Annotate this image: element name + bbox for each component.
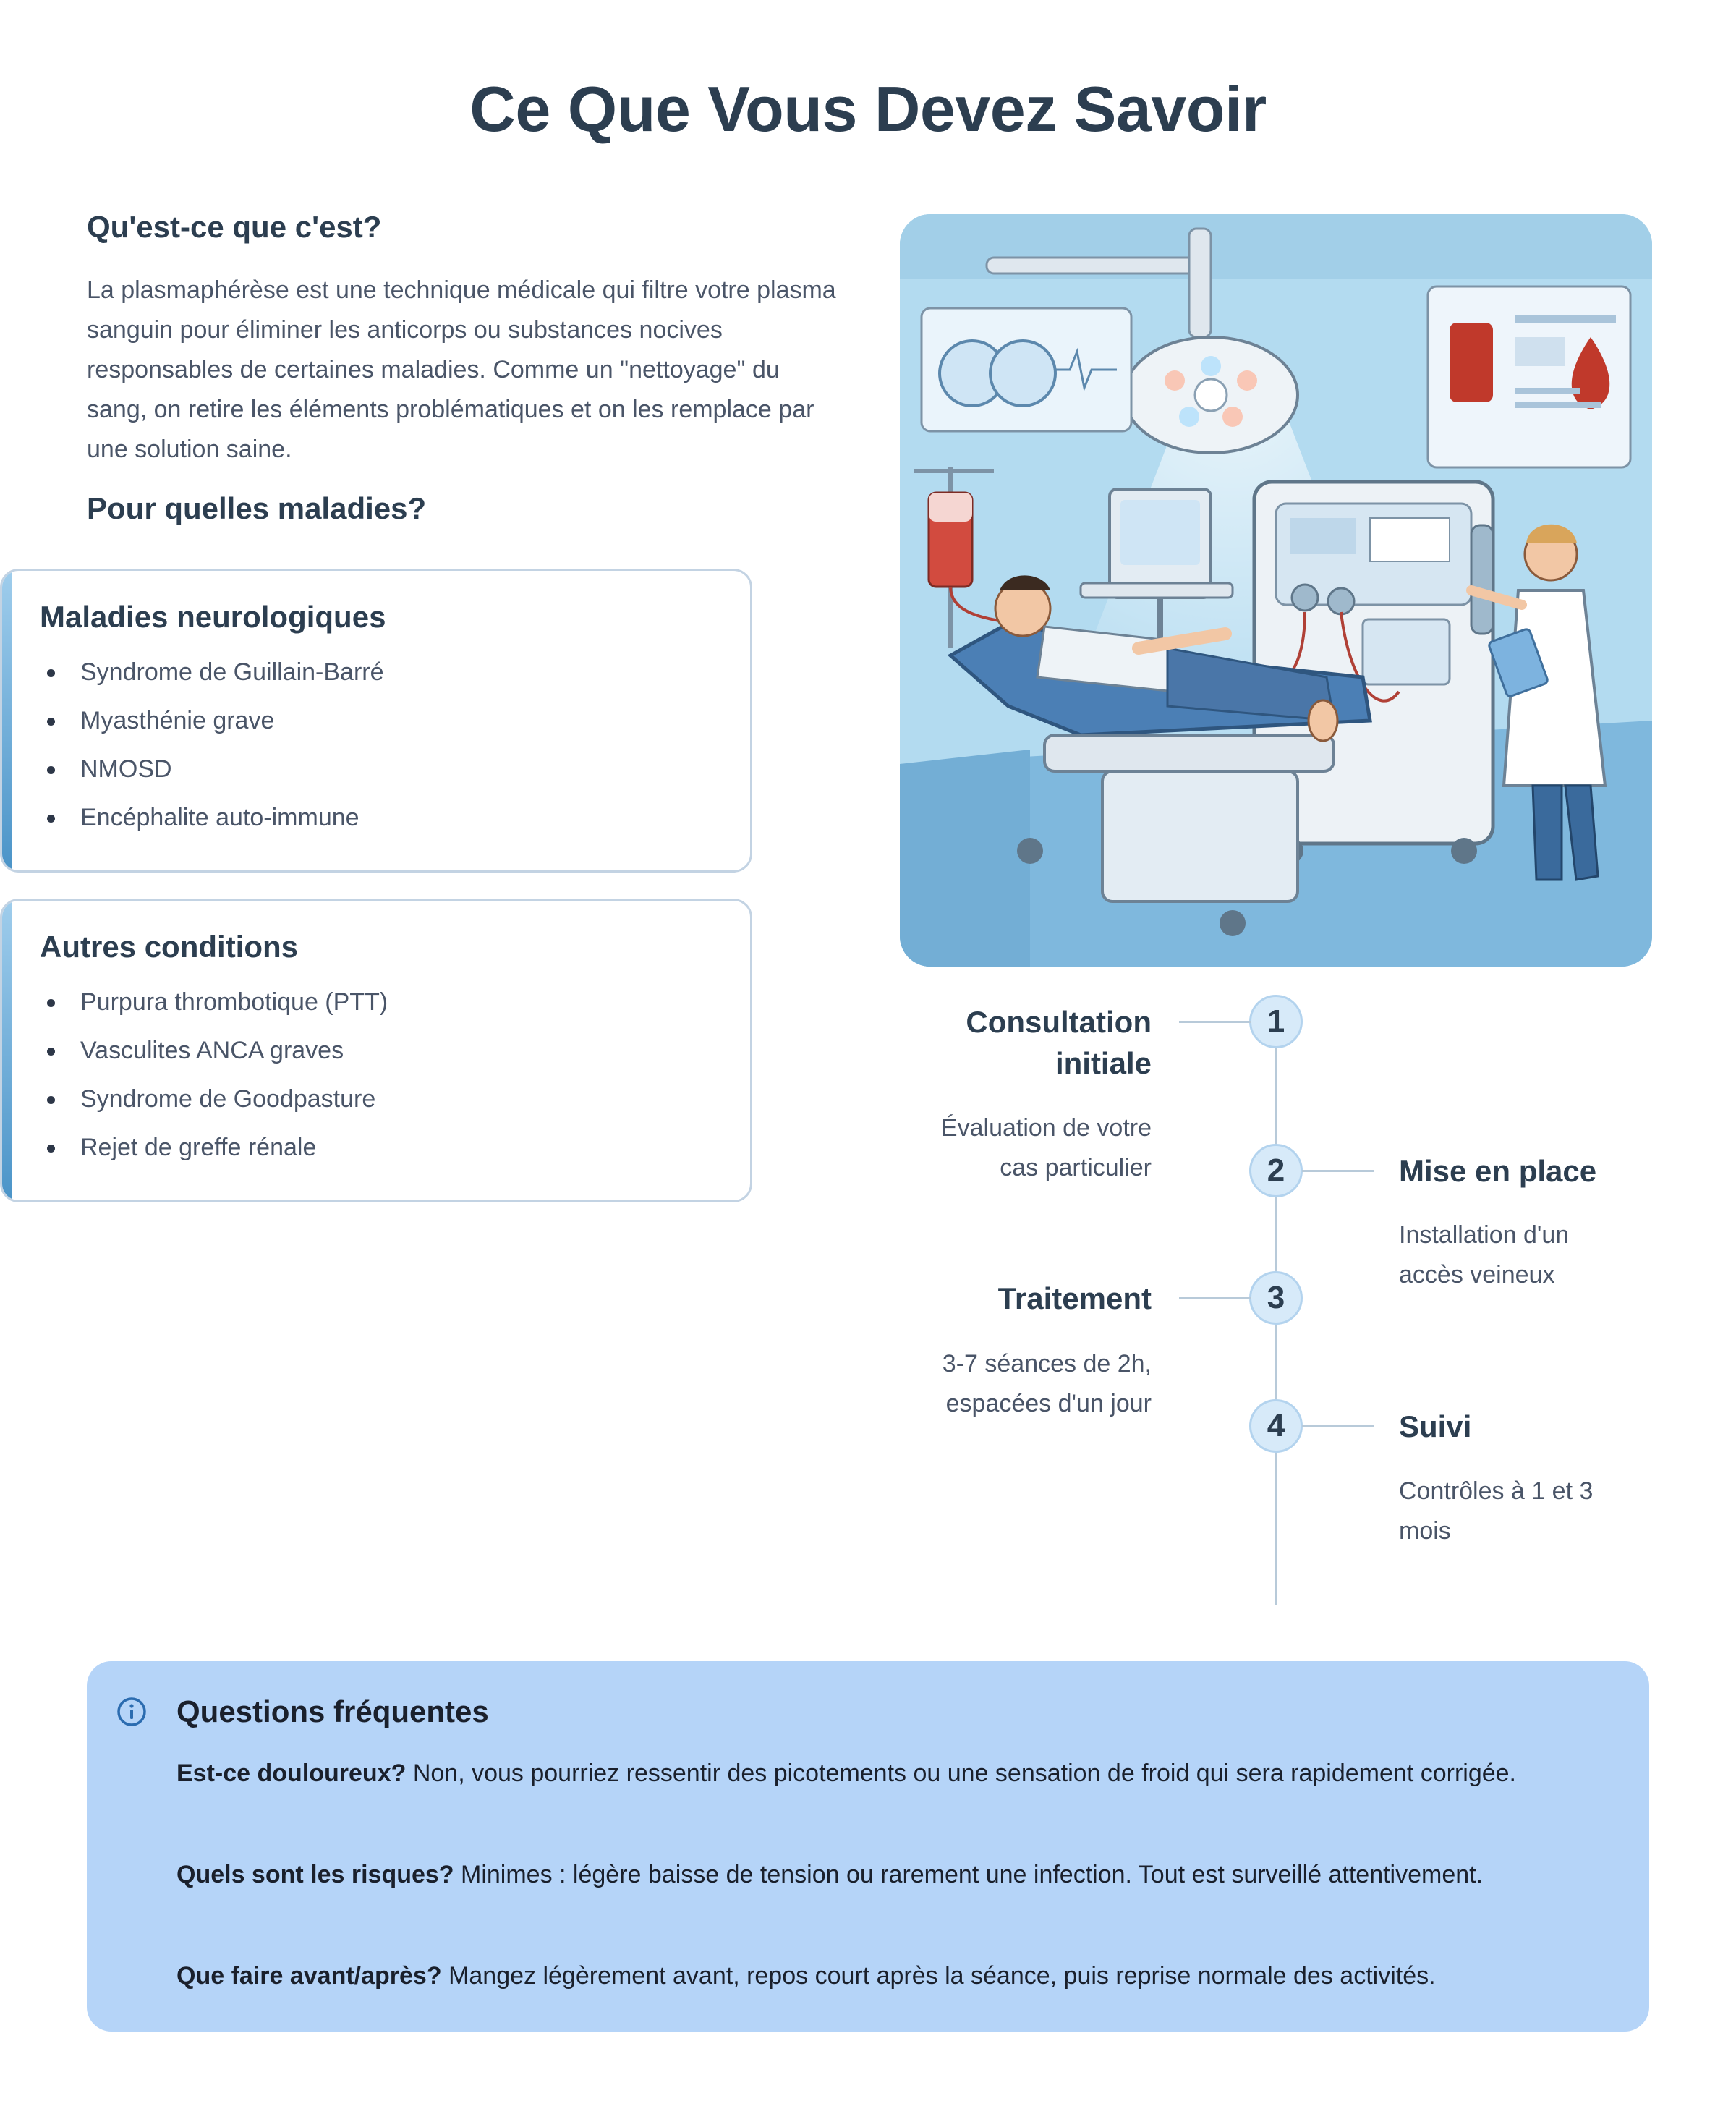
faq-box: Questions fréquentes Est-ce douloureux? … (87, 1661, 1649, 2032)
plasmapheresis-scene-image (900, 214, 1652, 967)
faq-question: Que faire avant/après? (176, 1962, 442, 1990)
faq-question: Quels sont les risques? (176, 1861, 454, 1888)
disease-card-neurological: Maladies neurologiques Syndrome de Guill… (0, 569, 752, 873)
step-title: Mise en place (1399, 1154, 1597, 1188)
step-connector (1179, 1021, 1251, 1023)
card-title: Autres conditions (40, 930, 299, 964)
step-number-1: 1 (1249, 995, 1303, 1048)
info-icon (117, 1697, 146, 1726)
list-item: Syndrome de Guillain-Barré (40, 658, 384, 706)
faq-question: Est-ce douloureux? (176, 1760, 407, 1787)
step-number-4: 4 (1249, 1399, 1303, 1453)
disease-list: Syndrome de Guillain-Barré Myasthénie gr… (40, 658, 384, 852)
step-title: Traitement (997, 1281, 1152, 1315)
list-item: Encéphalite auto-immune (40, 803, 384, 852)
step-connector (1302, 1170, 1374, 1172)
page-title: Ce Que Vous Devez Savoir (469, 73, 1267, 145)
faq-answer: Mangez légèrement avant, repos court apr… (448, 1962, 1436, 1990)
faq-answer: Non, vous pourriez ressentir des picotem… (412, 1760, 1516, 1787)
step-connector (1179, 1297, 1251, 1299)
step-description: Évaluation de votre cas particulier (940, 1114, 1152, 1181)
step-description: Installation d'un accès veineux (1399, 1221, 1570, 1289)
list-item: Syndrome de Goodpasture (40, 1085, 388, 1133)
disease-list: Purpura thrombotique (PTT) Vasculites AN… (40, 988, 388, 1181)
step-title: Suivi (1399, 1409, 1472, 1443)
list-item: Purpura thrombotique (PTT) (40, 988, 388, 1036)
step-description: Contrôles à 1 et 3 mois (1399, 1477, 1594, 1545)
intro-text: La plasmaphérèse est une technique médic… (87, 276, 836, 463)
list-item: NMOSD (40, 755, 384, 803)
diseases-heading: Pour quelles maladies? (87, 491, 427, 525)
faq-item: Que faire avant/après? Mangez légèrement… (176, 1956, 1594, 1996)
treatment-room-illustration (900, 214, 1652, 967)
step-number-3: 3 (1249, 1271, 1303, 1325)
faq-item: Quels sont les risques? Minimes : légère… (176, 1855, 1594, 1895)
step-number-2: 2 (1249, 1144, 1303, 1197)
faq-answer: Minimes : légère baisse de tension ou ra… (461, 1861, 1484, 1888)
intro-heading: Qu'est-ce que c'est? (87, 210, 382, 244)
faq-title: Questions fréquentes (176, 1694, 489, 1728)
left-column: Qu'est-ce que c'est? La plasmaphérèse es… (87, 210, 839, 526)
card-title: Maladies neurologiques (40, 600, 386, 634)
list-item: Myasthénie grave (40, 706, 384, 755)
disease-card-other: Autres conditions Purpura thrombotique (… (0, 899, 752, 1202)
step-connector (1302, 1425, 1374, 1427)
list-item: Rejet de greffe rénale (40, 1133, 388, 1181)
step-title: Consultation initiale (966, 1005, 1152, 1080)
faq-item: Est-ce douloureux? Non, vous pourriez re… (176, 1754, 1594, 1794)
list-item: Vasculites ANCA graves (40, 1036, 388, 1085)
step-description: 3-7 séances de 2h, espacées d'un jour (942, 1350, 1152, 1417)
